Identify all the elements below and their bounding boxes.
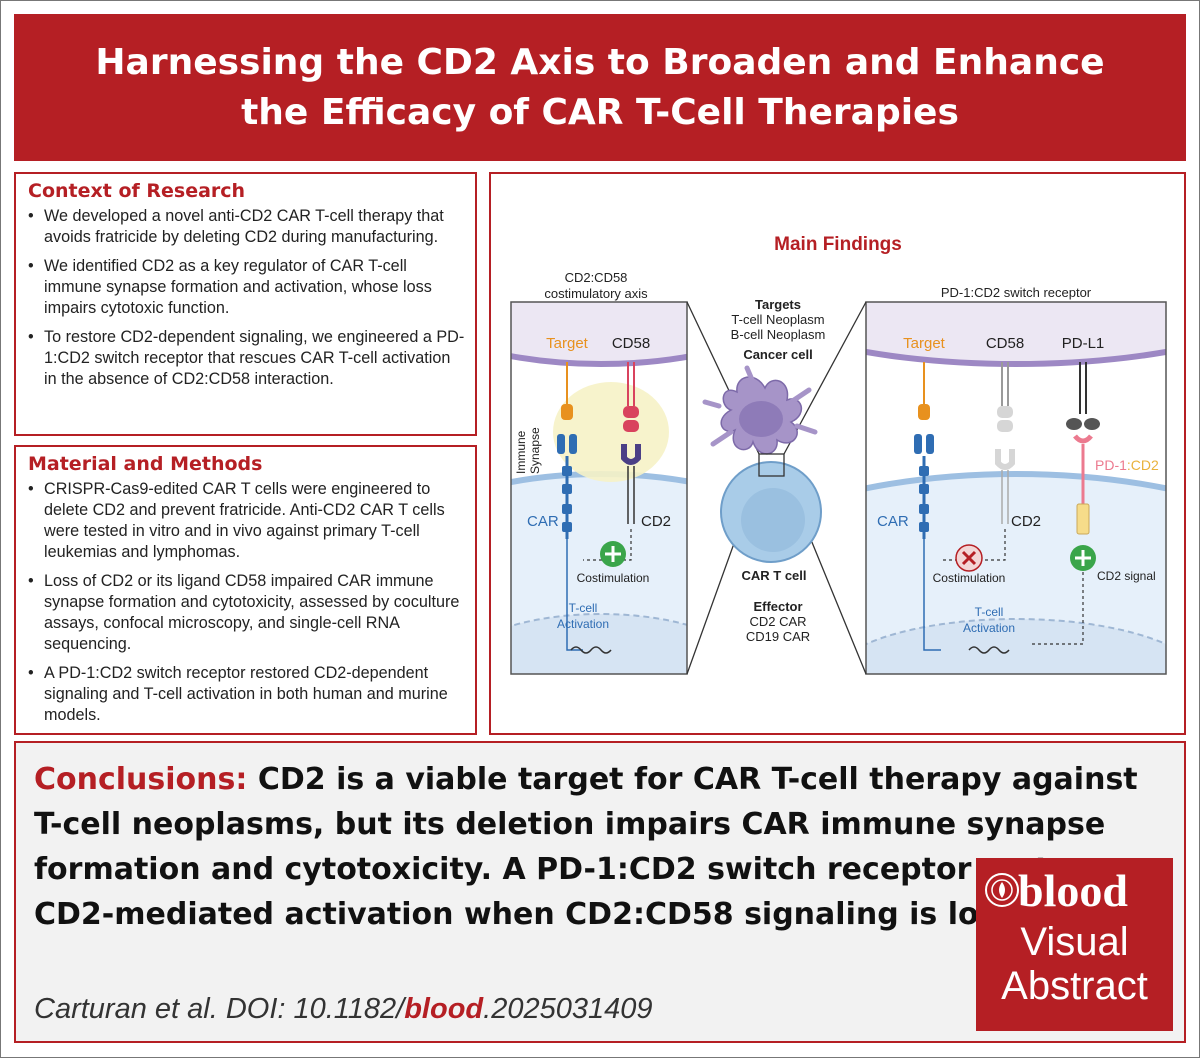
signal-arrow-left [583, 529, 632, 561]
car-label-right: CAR [877, 513, 909, 530]
citation-journal: blood [404, 993, 484, 1025]
context-bullet: To restore CD2-dependent signaling, we e… [28, 327, 465, 390]
pd1-cd2-switch-receptor [1073, 434, 1093, 535]
target-antigen-left [561, 362, 573, 420]
pd1-colon: : [1127, 457, 1131, 473]
cancer-cell [702, 365, 818, 455]
right-panel-frame [865, 301, 1167, 675]
cd2-receptor-left [621, 444, 641, 524]
citation-prefix: Carturan et al. DOI: 10.1182/ [34, 993, 405, 1025]
car-receptor-left [557, 434, 583, 651]
zoom-box [758, 453, 785, 477]
target-cell-membrane [866, 302, 1166, 367]
cd2-signal-arrow [1031, 572, 1084, 645]
cd2-label-right: CD2 [1011, 513, 1041, 530]
cd2-receptor-right-faded [995, 449, 1015, 524]
left-panel-title-2: costimulatory axis [544, 286, 648, 301]
methods-bullet: A PD-1:CD2 switch receptor restored CD2-… [28, 663, 465, 726]
targets-bcell: B-cell Neoplasm [731, 327, 826, 342]
methods-bullet: Loss of CD2 or its ligand CD58 impaired … [28, 571, 465, 655]
immune-label: Immune [514, 430, 528, 474]
context-heading: Context of Research [28, 180, 246, 202]
title-line-1: Harnessing the CD2 Axis to Broaden and E… [95, 41, 1105, 83]
left-panel-cells [511, 302, 687, 674]
title-line-2: the Efficacy of CAR T-Cell Therapies [241, 91, 959, 133]
right-panel-cells [866, 302, 1166, 674]
logo-visual: Visual [1020, 920, 1129, 964]
methods-heading: Material and Methods [28, 453, 263, 475]
logo-abstract: Abstract [1001, 964, 1148, 1008]
pd1-text: PD-1 [1095, 457, 1127, 473]
context-bullet: We developed a novel anti-CD2 CAR T-cell… [28, 206, 465, 248]
methods-box: Material and Methods CRISPR-Cas9-edited … [14, 445, 477, 735]
tcell-label-left: T-cell [569, 601, 598, 615]
cd58-label-left: CD58 [612, 335, 650, 352]
car-receptor-right [914, 434, 941, 651]
methods-list: CRISPR-Cas9-edited CAR T cells were engi… [16, 479, 475, 726]
effector-cd2-car: CD2 CAR [749, 614, 806, 629]
costimulation-label-left: Costimulation [577, 571, 650, 585]
cd58-ligand-left [623, 362, 639, 432]
cd58-label-right: CD58 [986, 335, 1024, 352]
targets-label: Targets [755, 297, 801, 312]
conclusions-label: Conclusions: [34, 762, 248, 797]
title-banner: Harnessing the CD2 Axis to Broaden and E… [14, 14, 1186, 161]
target-label-left: Target [546, 335, 589, 352]
conclusions-text: Conclusions: CD2 is a viable target for … [34, 757, 1144, 937]
methods-bullet: CRISPR-Cas9-edited CAR T cells were engi… [28, 479, 465, 563]
pdl1-ligand [1066, 362, 1100, 430]
dna-icon [968, 646, 1010, 654]
right-panel-title: PD-1:CD2 switch receptor [941, 285, 1092, 300]
effector-label: Effector [753, 599, 802, 614]
targets-tcell: T-cell Neoplasm [731, 312, 824, 327]
synapse-label: Synapse [528, 427, 542, 474]
nucleus [866, 618, 1166, 674]
blood-visual-abstract-logo: blood Visual Abstract [976, 858, 1173, 1031]
citation: Carturan et al. DOI: 10.1182/blood.20250… [34, 993, 652, 1026]
activation-label-right: Activation [963, 621, 1015, 635]
findings-heading: Main Findings [774, 234, 902, 255]
society-seal-icon [985, 873, 1019, 907]
context-bullet: We identified CD2 as a key regulator of … [28, 256, 465, 319]
costimulation-label-right: Costimulation [933, 571, 1006, 585]
tcell-label-right: T-cell [975, 605, 1004, 619]
target-antigen-right [918, 362, 930, 420]
cd2-signal-label: CD2 signal [1097, 569, 1156, 583]
car-label-left: CAR [527, 513, 559, 530]
findings-diagram: Main Findings CD2:CD58 costimulatory axi… [510, 234, 1167, 675]
findings-box: Main Findings CD2:CD58 costimulatory axi… [489, 172, 1186, 735]
pd1-cd2-text: CD2 [1131, 457, 1159, 473]
conclusions-box: Conclusions: CD2 is a viable target for … [14, 741, 1186, 1043]
nucleus [511, 613, 687, 674]
target-label-right: Target [903, 335, 946, 352]
car-t-cell-label: CAR T cell [741, 568, 806, 583]
effector-cd19-car: CD19 CAR [746, 629, 810, 644]
pd1-label: PD-1:CD2 [1095, 457, 1159, 473]
conclusions-body: CD2 is a viable target for CAR T-cell th… [34, 762, 1138, 932]
context-list: We developed a novel anti-CD2 CAR T-cell… [16, 206, 475, 390]
dna-icon [570, 646, 612, 654]
cd58-ligand-right [997, 362, 1013, 432]
activation-label-left: Activation [557, 617, 609, 631]
context-box: Context of Research We developed a novel… [14, 172, 477, 436]
target-cell-membrane [511, 302, 687, 367]
pdl1-label: PD-L1 [1062, 335, 1105, 352]
left-panel-title-1: CD2:CD58 [565, 270, 628, 285]
cancer-cell-label: Cancer cell [743, 347, 812, 362]
car-t-cell-nucleus [741, 488, 805, 552]
left-panel-frame [510, 301, 688, 675]
logo-blood: blood [1018, 865, 1128, 916]
cd2-label-left: CD2 [641, 513, 671, 530]
citation-suffix: .2025031409 [483, 993, 653, 1025]
